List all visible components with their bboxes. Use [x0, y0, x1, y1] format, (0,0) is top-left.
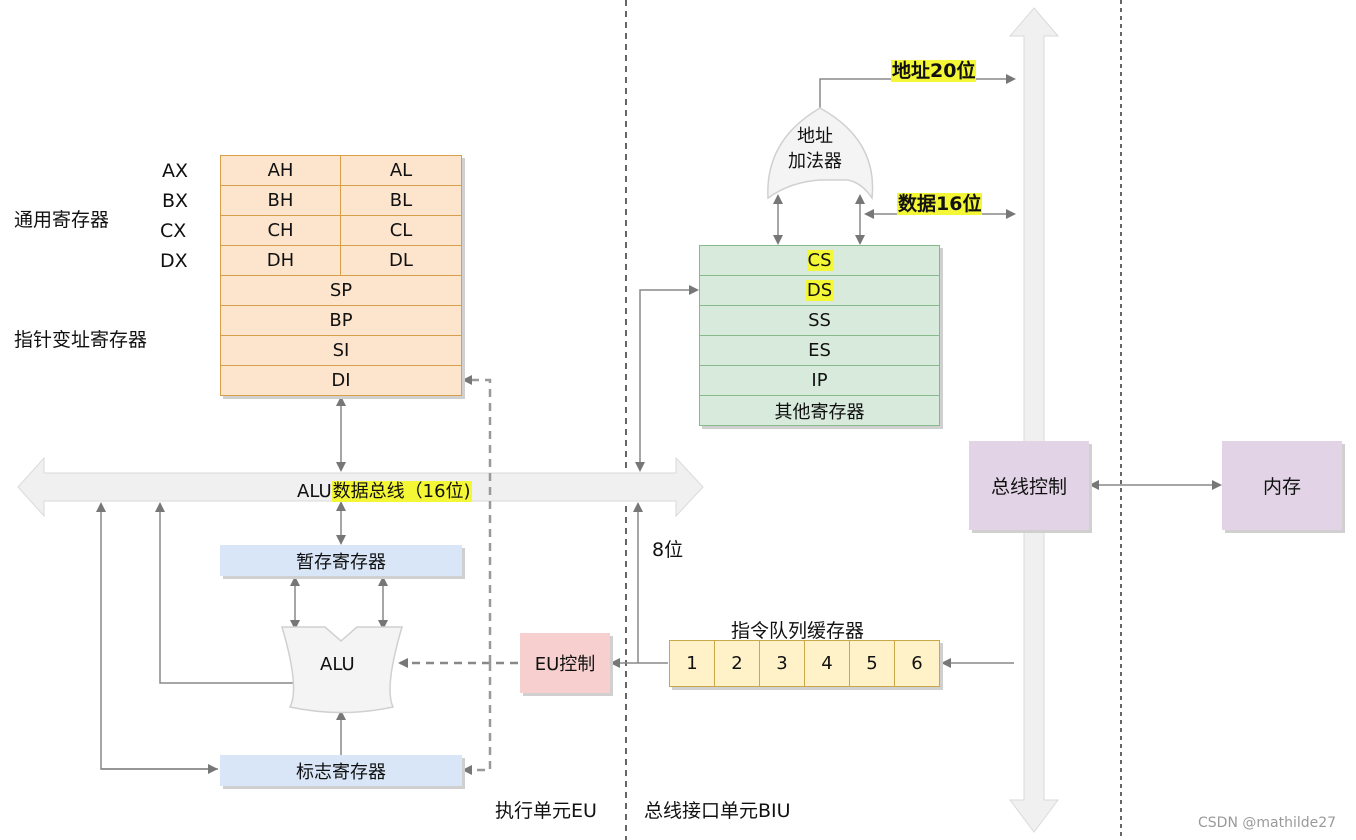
bus-control: 总线控制	[969, 441, 1089, 530]
adder-label-line2: 加法器	[788, 151, 842, 172]
register-name-cx: CX	[160, 220, 187, 242]
register-cs-text: CS	[806, 250, 833, 271]
register-ip: IP	[699, 365, 940, 396]
flag-register: 标志寄存器	[220, 755, 462, 786]
bus-width-8-label: 8位	[652, 539, 684, 561]
data-width-text: 数据16位	[897, 193, 983, 215]
queue-slot-5: 5	[849, 640, 895, 687]
register-other: 其他寄存器	[699, 395, 940, 426]
register-bh: BH	[220, 185, 341, 216]
register-ch: CH	[220, 215, 341, 246]
register-bl: BL	[340, 185, 462, 216]
pointer-registers-label: 指针变址寄存器	[14, 329, 148, 351]
instruction-queue-label: 指令队列缓存器	[731, 620, 865, 642]
adder-label-line1: 地址	[797, 126, 833, 147]
queue-slot-6: 6	[894, 640, 940, 687]
register-dl: DL	[340, 245, 462, 276]
eu-label: 执行单元EU	[495, 800, 597, 822]
register-dh: DH	[220, 245, 341, 276]
eu-control: EU控制	[520, 633, 610, 693]
alu-bus-highlight: 数据总线（16位)	[331, 481, 472, 502]
register-ds-text: DS	[805, 280, 834, 301]
adder-shape	[767, 107, 874, 201]
biu-label: 总线接口单元BIU	[644, 800, 791, 822]
data-width-label: 数据16位	[897, 189, 983, 216]
register-di: DI	[220, 365, 462, 396]
queue-slot-3: 3	[759, 640, 805, 687]
register-ah: AH	[220, 155, 341, 186]
temp-register: 暂存寄存器	[220, 545, 462, 576]
alu-label: ALU	[320, 654, 355, 675]
register-si: SI	[220, 335, 462, 366]
queue-slot-4: 4	[804, 640, 850, 687]
register-bp: BP	[220, 305, 462, 336]
system-bus-arrow	[1008, 7, 1060, 833]
register-name-ax: AX	[162, 160, 189, 182]
register-ds: DS	[699, 275, 940, 306]
adder-label: 地址 加法器	[788, 124, 842, 174]
register-name-bx: BX	[162, 190, 189, 212]
queue-slot-1: 1	[669, 640, 715, 687]
alu-bus-label: ALU数据总线（16位)	[297, 477, 472, 503]
register-name-dx: DX	[160, 250, 188, 272]
register-cl: CL	[340, 215, 462, 246]
register-al: AL	[340, 155, 462, 186]
alu-shape	[280, 626, 404, 714]
register-ss: SS	[699, 305, 940, 336]
queue-slot-2: 2	[714, 640, 760, 687]
memory: 内存	[1222, 441, 1342, 530]
alu-bus-prefix: ALU	[297, 481, 332, 502]
address-width-text: 地址20位	[891, 60, 977, 82]
register-cs: CS	[699, 245, 940, 276]
register-es: ES	[699, 335, 940, 366]
register-sp: SP	[220, 275, 462, 306]
address-width-label: 地址20位	[891, 56, 977, 83]
watermark: CSDN @mathilde27	[1198, 815, 1337, 831]
general-registers-label: 通用寄存器	[14, 209, 110, 231]
